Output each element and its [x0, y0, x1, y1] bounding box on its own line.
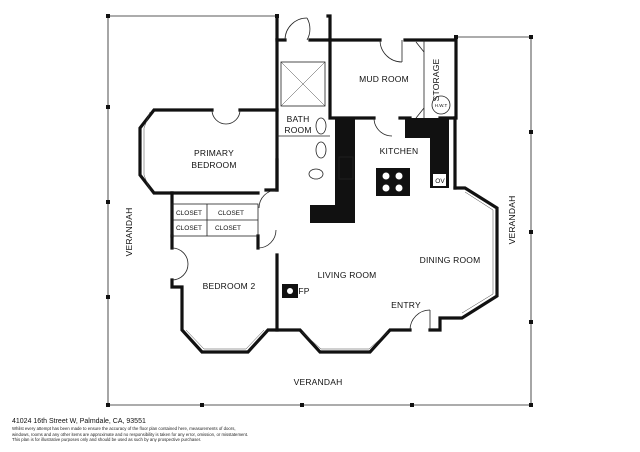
disclaimer-line-1: Whilst every attempt has been made to en…	[12, 426, 236, 431]
label-closet-2: CLOSET	[218, 210, 244, 217]
label-verandah-bottom: VERANDAH	[294, 377, 343, 387]
label-bath-1: BATH	[287, 114, 310, 124]
label-bath-2: ROOM	[284, 125, 311, 135]
label-storage: STORAGE	[431, 58, 441, 101]
label-closet-4: CLOSET	[215, 225, 241, 232]
label-living-room: LIVING ROOM	[318, 270, 377, 280]
plan-footer: 41024 16th Street W, Palmdale, CA, 93551…	[12, 417, 632, 443]
label-closet-1: CLOSET	[176, 210, 202, 217]
label-fireplace: FP	[298, 286, 309, 296]
label-kitchen: KITCHEN	[380, 146, 419, 156]
label-oven: OV	[435, 178, 445, 185]
label-entry: ENTRY	[391, 300, 421, 310]
room-labels: VERANDAH VERANDAH VERANDAH MUD ROOM STOR…	[124, 58, 517, 387]
kitchen-cabinets	[310, 118, 449, 223]
disclaimer-line-2: windows, rooms and any other items are a…	[12, 431, 249, 437]
label-primary-1: PRIMARY	[194, 148, 234, 158]
disclaimer-line-3: This plan is for illustrative purposes o…	[12, 437, 202, 443]
fireplace	[282, 284, 298, 298]
label-closet-3: CLOSET	[176, 225, 202, 232]
label-bedroom-2: BEDROOM 2	[203, 281, 256, 291]
label-hwt: H.W.T	[435, 103, 448, 108]
interior-details	[143, 17, 494, 350]
label-dining-room: DINING ROOM	[420, 255, 481, 265]
label-mud-room: MUD ROOM	[359, 74, 409, 84]
label-verandah-left: VERANDAH	[124, 208, 134, 257]
property-address: 41024 16th Street W, Palmdale, CA, 93551	[12, 418, 146, 425]
label-verandah-right: VERANDAH	[507, 196, 517, 245]
label-primary-2: BEDROOM	[191, 160, 236, 170]
